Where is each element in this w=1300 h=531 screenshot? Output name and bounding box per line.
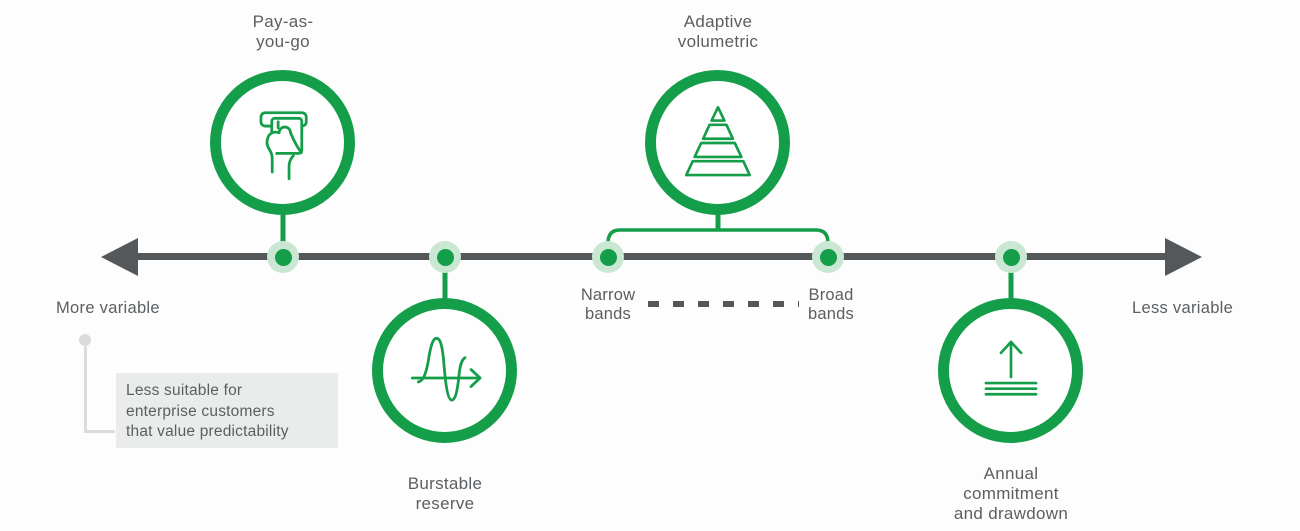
bracket-adaptive-bands xyxy=(606,228,830,251)
node-annual-commitment xyxy=(938,298,1083,443)
timeline-dot-broad-bands xyxy=(812,241,844,273)
timeline-dot-annual-commitment xyxy=(995,241,1027,273)
note-connector-elbow xyxy=(84,346,115,433)
dot-core xyxy=(819,248,837,266)
timeline-right-arrowhead-icon xyxy=(1165,238,1202,276)
timeline-dot-narrow-bands xyxy=(592,241,624,273)
dot-core xyxy=(1002,248,1020,266)
arrow-up-from-lines-icon xyxy=(984,340,1037,396)
label-broad-bands: Broad bands xyxy=(808,286,854,323)
label-narrow-bands: Narrow bands xyxy=(580,286,636,323)
layered-pyramid-icon xyxy=(684,105,751,176)
note-connector-dot xyxy=(79,334,91,346)
axis-label-more-variable: More variable xyxy=(56,299,160,317)
node-burstable-reserve xyxy=(372,298,517,443)
node-adaptive-volumetric xyxy=(645,70,790,215)
timeline-dot-pay-as-you-go xyxy=(267,241,299,273)
axis-label-less-variable: Less variable xyxy=(1132,299,1234,317)
label-annual-commitment: Annual commitment and drawdown xyxy=(953,464,1069,523)
label-adaptive-volumetric: Adaptive volumetric xyxy=(677,12,759,51)
label-pay-as-you-go: Pay-as- you-go xyxy=(252,12,314,51)
timeline-left-arrowhead-icon xyxy=(101,238,138,276)
timeline-dot-burstable-reserve xyxy=(429,241,461,273)
dot-core xyxy=(599,248,617,266)
note-box: Less suitable for enterprise customers t… xyxy=(116,373,338,448)
bands-dashed-line xyxy=(648,301,799,307)
dot-core xyxy=(274,248,292,266)
card-payment-icon xyxy=(259,110,308,180)
label-burstable-reserve: Burstable reserve xyxy=(407,474,483,513)
dot-core xyxy=(436,248,454,266)
node-pay-as-you-go xyxy=(210,70,355,215)
timeline-bar xyxy=(137,253,1166,260)
burst-wave-arrow-icon xyxy=(410,336,481,401)
